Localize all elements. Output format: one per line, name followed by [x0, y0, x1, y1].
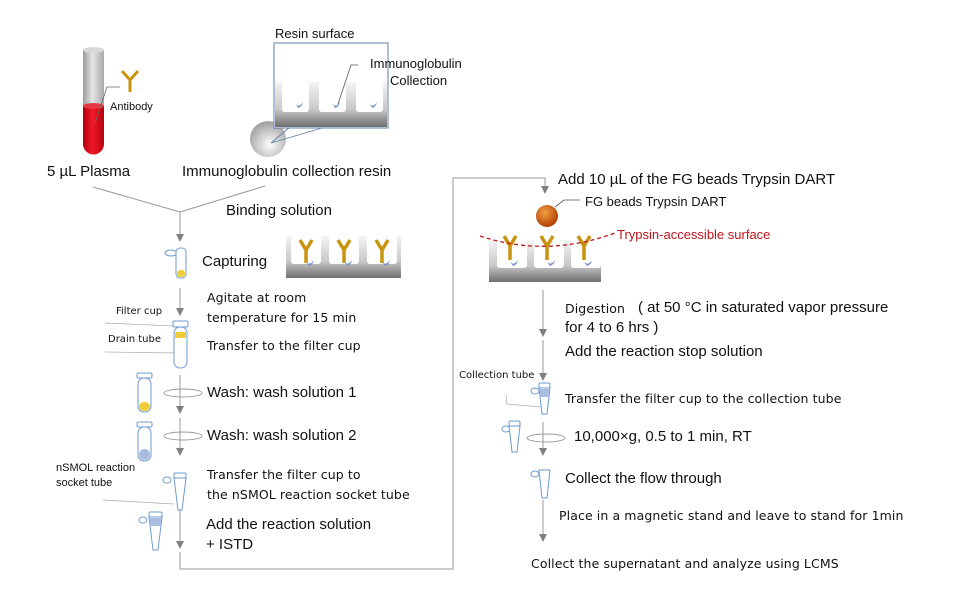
wash-tube-2-icon — [136, 421, 153, 462]
step-final: Collect the supernatant and analyze usin… — [531, 556, 839, 571]
nsmol-label-2: socket tube — [56, 477, 113, 489]
filter-cup-label: Filter cup — [116, 306, 163, 317]
step-magnetic: Place in a magnetic stand and leave to s… — [559, 508, 904, 523]
resin-surface-title: Resin surface — [275, 26, 355, 41]
step-add-reaction-2: + ISTD — [206, 536, 254, 553]
step-collect-flow: Collect the flow through — [565, 470, 722, 487]
reaction-tube-icon — [138, 511, 163, 551]
resin-label: Immunoglobulin collection resin — [182, 163, 392, 180]
collection-tube-icon — [505, 382, 551, 415]
step-digestion-prefix: Digestion — [565, 301, 626, 316]
wash-tube-1-icon — [136, 372, 153, 413]
fg-bead-icon — [536, 199, 580, 227]
centrifuge-spin-icon — [163, 388, 203, 441]
step-digestion-1: ( at 50 °C in saturated vapor pressure — [638, 299, 889, 316]
step-wash-1: Wash: wash solution 1 — [207, 384, 357, 401]
step-wash-2: Wash: wash solution 2 — [207, 427, 357, 444]
fg-beads-label: FG beads Trypsin DART — [585, 194, 727, 209]
step-capturing: Capturing — [202, 253, 268, 270]
nsmol-socket-tube-icon — [102, 472, 187, 511]
antibody-label: Antibody — [110, 101, 153, 113]
antibody-icon — [120, 70, 140, 92]
step-centrifuge: 10,000×g, 0.5 to 1 min, RT — [574, 428, 752, 445]
nsmol-label-1: nSMOL reaction — [56, 462, 136, 474]
centrifuge-spin-icon-right — [526, 433, 566, 443]
filter-cup-tube-icon — [104, 320, 189, 369]
step-transfer-nsmol-2: the nSMOL reaction socket tube — [207, 487, 410, 502]
step-add-stop: Add the reaction stop solution — [565, 343, 763, 360]
trypsin-surface-diagram — [479, 232, 616, 282]
ig-collection-label-1: Immunoglobulin — [370, 56, 462, 71]
collection-tube-label: Collection tube — [459, 370, 535, 381]
binding-solution-label: Binding solution — [226, 202, 332, 219]
step-transfer-collection: Transfer the filter cup to the collectio… — [565, 391, 842, 406]
plasma-label: 5 µL Plasma — [47, 163, 131, 180]
resin-bead-icon — [250, 121, 323, 157]
plasma-tube-icon — [83, 47, 120, 155]
step-agitate-1: Agitate at room — [207, 290, 307, 305]
flow-through-tube-icon — [530, 469, 551, 499]
drain-tube-label: Drain tube — [108, 334, 161, 345]
step-transfer-filter: Transfer to the filter cup — [207, 338, 361, 353]
captured-antibody-surface — [286, 236, 401, 278]
resin-surface-box — [273, 42, 389, 129]
column-connector — [179, 177, 549, 570]
step-digestion-2: for 4 to 6 hrs ) — [565, 319, 659, 336]
step-add-beads: Add 10 µL of the FG beads Trypsin DART — [558, 171, 836, 188]
ig-collection-label-2: Collection — [390, 73, 448, 88]
step-agitate-2: temperature for 15 min — [207, 310, 357, 325]
step-add-reaction-1: Add the reaction solution — [206, 516, 372, 533]
merge-connector — [92, 185, 266, 242]
trypsin-surface-label: Trypsin-accessible surface — [617, 227, 771, 242]
step-transfer-nsmol-1: Transfer the filter cup to — [207, 467, 361, 482]
capturing-tube-icon — [164, 247, 187, 279]
centrifuge-tube-icon — [501, 420, 521, 453]
